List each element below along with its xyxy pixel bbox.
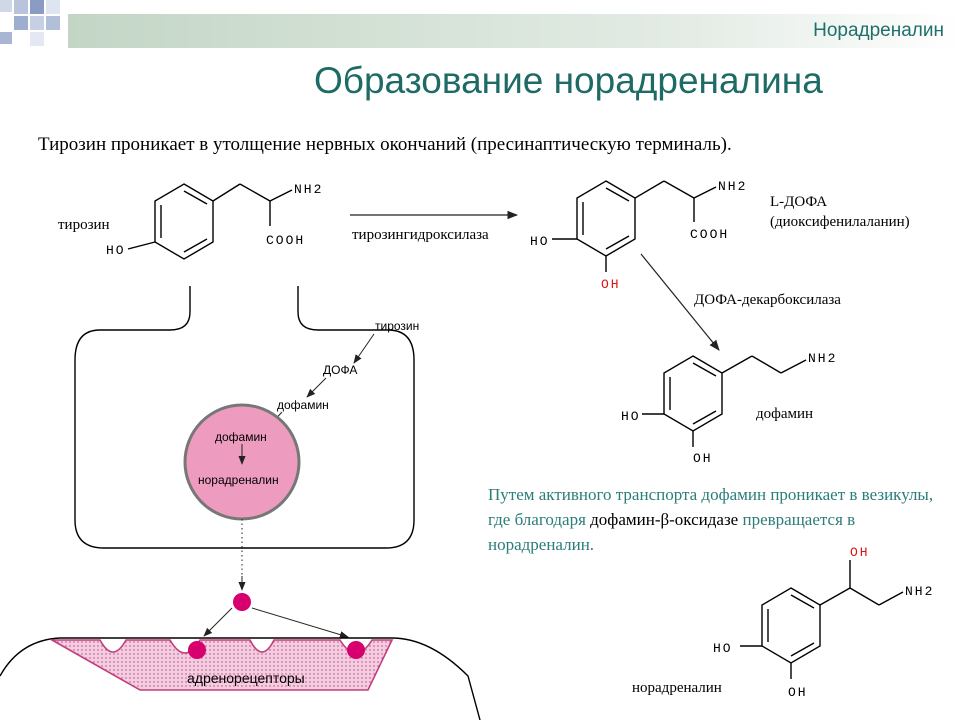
noradrenaline-oh: OH [788,685,808,700]
deco-square [46,16,60,30]
noradrenaline-name: норадреналин [632,680,722,696]
dopamine-nh2: NH2 [808,351,837,366]
deco-square [30,32,44,46]
vesicle-label-dopamine: дофамин [215,430,267,444]
dopamine-ho: HO [621,409,641,424]
noradrenaline-ho: HO [713,641,733,656]
decarboxylase-arrow [640,253,720,351]
deco-square [0,32,12,44]
diffusion-arrow-left [203,607,233,637]
section-tag: Норадреналин [813,20,944,41]
bound-molecule-dot [347,641,365,659]
ldopa-oh: OH [601,277,621,292]
tyrosine-ho: HO [106,243,126,258]
receptor-label: адренорецепторы [187,670,305,686]
header-bar [0,0,960,48]
tyrosine-name: тирозин [58,217,110,233]
deco-square [14,0,28,14]
vesicle-label-noradrenaline: норадреналин [198,473,279,487]
tyrosine-nh2: NH2 [294,182,323,197]
deco-square [14,16,28,30]
note-enzyme: дофамин-β-оксидазе [590,510,739,529]
ldopa-name: L-ДОФА [770,194,828,210]
tyrosine-cooh: COOH [266,233,305,248]
ldopa-nh2: NH2 [718,179,747,194]
deco-square [30,16,44,30]
hydroxylase-label: тирозингидроксилаза [352,227,489,243]
terminal-arrow-dopa-dopamine [306,377,327,398]
nerve-terminal-outline [74,286,415,549]
deco-square [30,0,44,14]
decarboxylase-label: ДОФА-декарбоксилаза [694,292,841,308]
ldopa-full-name: (диоксифенилаланин) [770,214,910,230]
note-part3: превращается в норадреналин. [488,510,856,554]
released-molecule-dot [233,593,251,611]
dopamine-name: дофамин [756,406,814,422]
slide-title: Образование норадреналина [314,60,823,101]
deco-square [46,0,60,14]
noradrenaline-structure [740,560,904,679]
note-part1: Путем активного транспорта дофамин прони… [488,485,934,529]
transport-note: Путем активного транспорта дофамин прони… [488,482,948,557]
bound-molecule-dot [188,641,206,659]
terminal-label-dopa: ДОФА [323,363,357,377]
postsynaptic-outline [0,637,481,720]
noradrenaline-nh2: NH2 [905,584,934,599]
dopamine-structure [642,355,807,447]
tyrosine-structure [127,183,293,260]
terminal-label-dopamine: дофамин [277,398,329,412]
ldopa-cooh: COOH [690,227,729,242]
terminal-label-tyrosine: тирозин [375,319,419,333]
terminal-arrow-tyrosine-dopa [353,333,375,364]
deco-square [0,0,12,12]
noradrenaline-oh-top: OH [850,545,870,560]
diffusion-arrow-right [251,607,349,639]
dopamine-oh: OH [693,451,713,466]
intro-text: Тирозин проникает в утолщение нервных ок… [38,134,732,155]
ldopa-structure [552,180,717,272]
ldopa-ho: HO [530,234,550,249]
